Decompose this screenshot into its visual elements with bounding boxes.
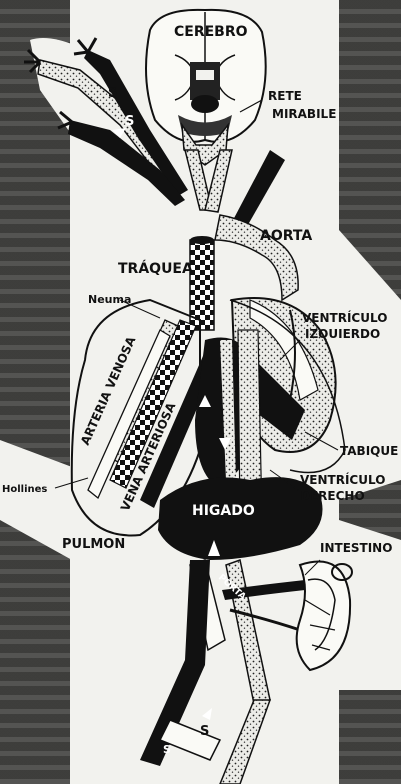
label-intestino: INTESTINO — [320, 541, 392, 555]
label-hollines: Hollines — [2, 484, 47, 495]
label-ventriculo-derecho-1: VENTRÍCULO — [300, 472, 385, 487]
label-traquea: TRÁQUEA — [118, 260, 193, 277]
label-ventriculo-derecho-2: DERECHO — [300, 489, 365, 503]
label-pulmon: PULMON — [62, 537, 125, 552]
label-aorta: AORTA — [260, 228, 312, 244]
label-tabique: TABIQUE — [340, 444, 398, 458]
label-s-top-1: S — [108, 86, 117, 101]
trachea — [190, 236, 214, 330]
label-rete-mirabile-1: RETE — [268, 89, 302, 103]
label-neuma: Neuma — [88, 293, 131, 306]
label-s-bottom-1: S — [200, 724, 209, 739]
label-higado: HIGADO — [192, 503, 255, 519]
label-ventriculo-izquierdo-2: IZQUIERDO — [305, 327, 380, 341]
label-s-bottom-2: S — [163, 743, 171, 756]
label-ventriculo-izquierdo-1: VENTRÍCULO — [302, 310, 387, 325]
label-rete-mirabile-2: MIRABILE — [272, 107, 336, 121]
label-cerebro: CEREBRO — [174, 24, 248, 40]
label-s-top-2: S — [125, 114, 134, 129]
